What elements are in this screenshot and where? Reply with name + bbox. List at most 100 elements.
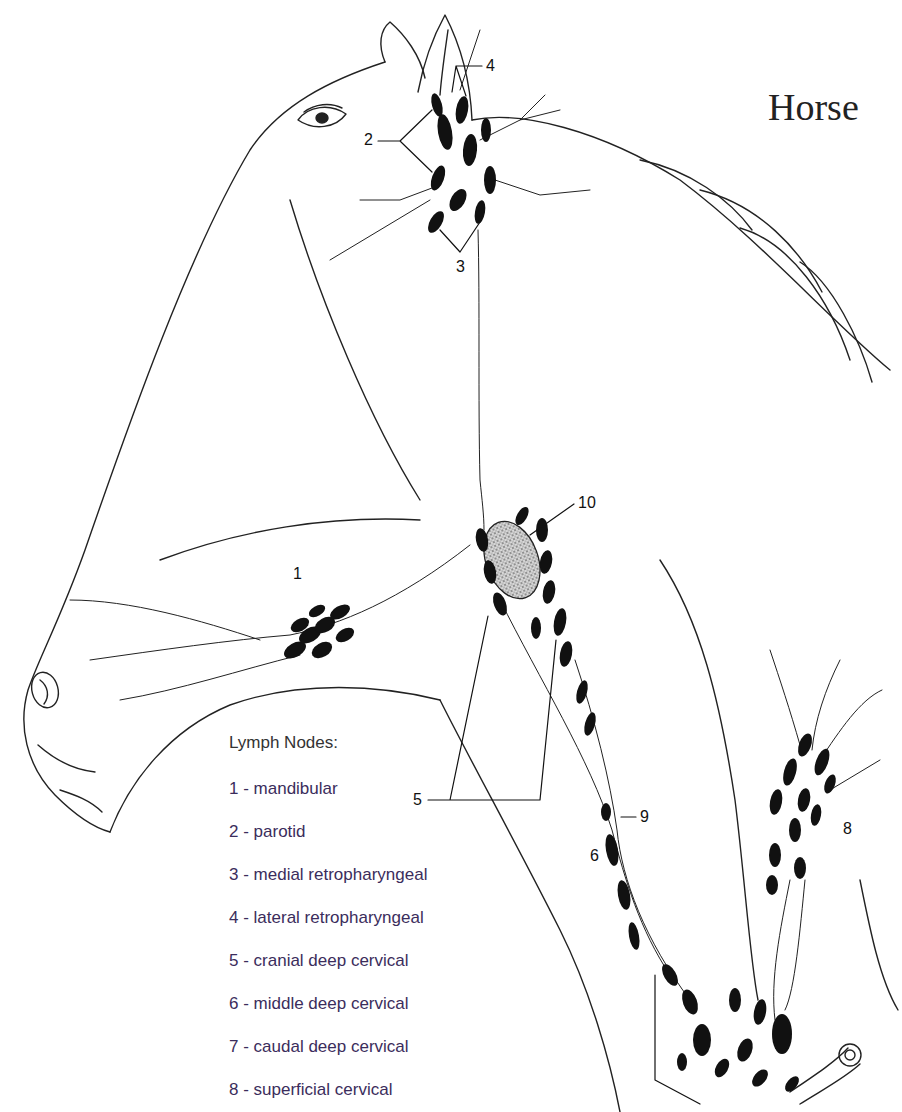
lymph-node bbox=[481, 118, 491, 142]
shoulder-line bbox=[660, 560, 758, 1000]
lymph-vessel bbox=[480, 110, 560, 140]
callout-number: 9 bbox=[640, 808, 649, 826]
legend-heading: Lymph Nodes: bbox=[229, 733, 338, 753]
mane-strand bbox=[640, 160, 752, 230]
mane-strand bbox=[740, 228, 850, 360]
lymph-node bbox=[812, 747, 833, 777]
lymph-node bbox=[809, 803, 823, 826]
leader-bracket bbox=[655, 975, 700, 1104]
legend-item: 2 - parotid bbox=[229, 822, 306, 842]
callout-number: 4 bbox=[486, 57, 495, 75]
lymph-node bbox=[659, 962, 681, 989]
lymph-vessel bbox=[330, 200, 430, 260]
lymph-node bbox=[769, 843, 781, 867]
lymph-node bbox=[729, 988, 741, 1012]
lymph-node bbox=[752, 998, 768, 1026]
mouth-line bbox=[38, 745, 95, 772]
lymph-vessel bbox=[360, 185, 440, 200]
lymph-node bbox=[541, 579, 557, 605]
lymph-vessel bbox=[495, 180, 590, 195]
lymph-vessel bbox=[812, 660, 840, 750]
lymph-vessel bbox=[774, 880, 790, 1020]
lymph-node bbox=[552, 607, 569, 637]
leader-line bbox=[530, 504, 574, 535]
lymph-node bbox=[677, 1053, 687, 1071]
lymph-node bbox=[582, 711, 598, 737]
callout-number: 8 bbox=[843, 820, 852, 838]
lymph-node bbox=[558, 640, 574, 668]
lymph-vessel bbox=[785, 880, 805, 1010]
lymph-node bbox=[484, 166, 496, 194]
lymph-node bbox=[462, 133, 479, 166]
eye-lid bbox=[304, 105, 342, 112]
lymph-node bbox=[429, 92, 445, 118]
lymph-node bbox=[333, 625, 356, 645]
callout-number: 1 bbox=[293, 565, 302, 583]
mane-strand bbox=[700, 190, 822, 292]
leader-bracket bbox=[378, 110, 432, 172]
lymph-node bbox=[474, 527, 490, 553]
lymph-node bbox=[538, 549, 554, 575]
lymph-node bbox=[603, 833, 620, 867]
lymph-node bbox=[693, 1024, 711, 1056]
rib-outline bbox=[800, 1064, 860, 1104]
mane-strand bbox=[800, 262, 872, 382]
lymph-vessel bbox=[478, 230, 484, 530]
pupil bbox=[316, 113, 328, 123]
lymph-node bbox=[789, 818, 801, 842]
lymph-vessel bbox=[520, 95, 545, 120]
lymph-node bbox=[473, 199, 487, 224]
lymph-node bbox=[574, 679, 590, 705]
legend-item: 3 - medial retropharyngeal bbox=[229, 865, 427, 885]
leader-bracket bbox=[428, 616, 556, 800]
nostril bbox=[28, 669, 62, 711]
lymph-node bbox=[309, 638, 335, 661]
lymph-node bbox=[601, 803, 611, 821]
head-outline bbox=[24, 62, 385, 832]
callout-number: 3 bbox=[456, 258, 465, 276]
callout-number: 10 bbox=[578, 494, 596, 512]
leader-bracket bbox=[440, 222, 480, 252]
lymph-node bbox=[446, 186, 470, 214]
lymph-node bbox=[307, 602, 328, 620]
lymph-node bbox=[749, 1066, 771, 1089]
callout-number: 5 bbox=[413, 791, 422, 809]
lymph-node bbox=[531, 617, 541, 639]
lymph-node bbox=[795, 732, 814, 759]
callout-number: 6 bbox=[590, 847, 599, 865]
lymph-node bbox=[288, 615, 311, 635]
tracheal-duct bbox=[500, 600, 670, 975]
leader-line bbox=[452, 66, 482, 96]
legend-item: 6 - middle deep cervical bbox=[229, 994, 409, 1014]
lymph-node bbox=[794, 857, 806, 879]
throat-outline bbox=[440, 700, 620, 1112]
lymph-node bbox=[734, 1036, 755, 1063]
poll-and-mane bbox=[472, 118, 890, 371]
lymph-node bbox=[425, 209, 447, 236]
rib-cross-section bbox=[839, 1044, 861, 1066]
lymph-vessel bbox=[820, 690, 882, 760]
legend-item: 8 - superficial cervical bbox=[229, 1080, 392, 1100]
lymph-node bbox=[513, 505, 532, 527]
lymph-node bbox=[712, 1056, 732, 1079]
lymph-node bbox=[428, 164, 448, 193]
lymph-vessel bbox=[120, 655, 300, 700]
lymph-node bbox=[766, 875, 778, 895]
lymph-vessel bbox=[70, 600, 260, 640]
lymph-node bbox=[454, 95, 471, 125]
lip-line bbox=[60, 790, 102, 812]
callout-number: 2 bbox=[364, 131, 373, 149]
lymph-vessel bbox=[770, 650, 800, 745]
lymph-node bbox=[768, 788, 784, 816]
legend-item: 1 - mandibular bbox=[229, 779, 338, 799]
lymph-node bbox=[822, 773, 838, 795]
lymph-node bbox=[796, 787, 812, 813]
leader-line bbox=[621, 816, 636, 817]
lymph-vessel bbox=[830, 760, 880, 790]
lymph-node bbox=[782, 1074, 801, 1094]
back-ear bbox=[381, 22, 425, 78]
rib-cross-section bbox=[845, 1050, 855, 1060]
lymph-node bbox=[772, 1014, 792, 1054]
legend-item: 5 - cranial deep cervical bbox=[229, 951, 409, 971]
